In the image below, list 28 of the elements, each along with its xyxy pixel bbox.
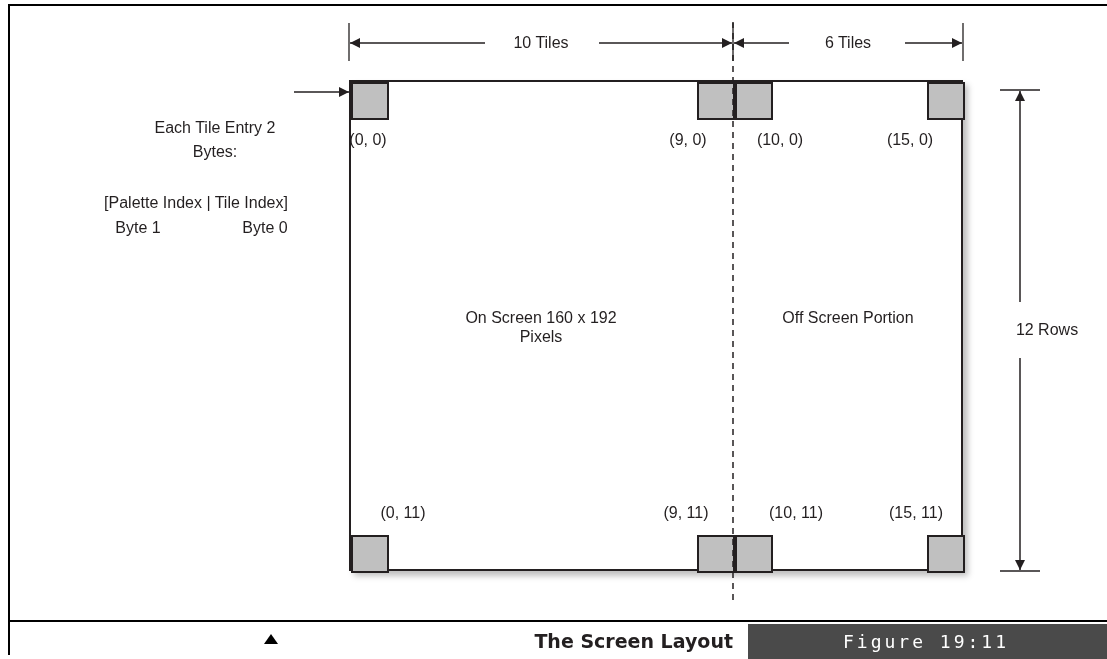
tile-square (735, 82, 773, 120)
coordinate-label: (15, 0) (886, 130, 934, 149)
tile-square (927, 82, 965, 120)
screen-frame (349, 80, 963, 571)
dimension-label: 6 Tiles (824, 33, 872, 52)
byte-label: Byte 1 (115, 218, 161, 237)
tile-square (351, 82, 389, 120)
figure-number-tag: Figure 19:11 (748, 624, 1107, 659)
coordinate-label: (9, 11) (663, 503, 709, 522)
region-label: Off Screen Portion (781, 308, 915, 327)
coordinate-label: (10, 11) (769, 503, 823, 522)
coordinate-label: (15, 11) (889, 503, 943, 522)
dimension-label: 12 Rows (1015, 320, 1079, 339)
coordinate-label: (10, 0) (756, 130, 804, 149)
region-label: On Screen 160 x 192 Pixels (464, 308, 618, 346)
tile-square (927, 535, 965, 573)
tile-square (697, 535, 735, 573)
byte-label: Byte 0 (242, 218, 288, 237)
dimension-label: 10 Tiles (513, 33, 569, 52)
tile-square (697, 82, 735, 120)
tile-square (735, 535, 773, 573)
coordinate-label: (0, 11) (380, 503, 426, 522)
arrow (293, 87, 350, 97)
tile-square (351, 535, 389, 573)
annotation-text: Each Tile Entry 2 Bytes: (140, 116, 290, 164)
caption: The Screen Layout (534, 629, 733, 654)
byte-layout-label: [Palette Index | Tile Index] (104, 193, 288, 212)
coordinate-label: (9, 0) (669, 130, 707, 149)
